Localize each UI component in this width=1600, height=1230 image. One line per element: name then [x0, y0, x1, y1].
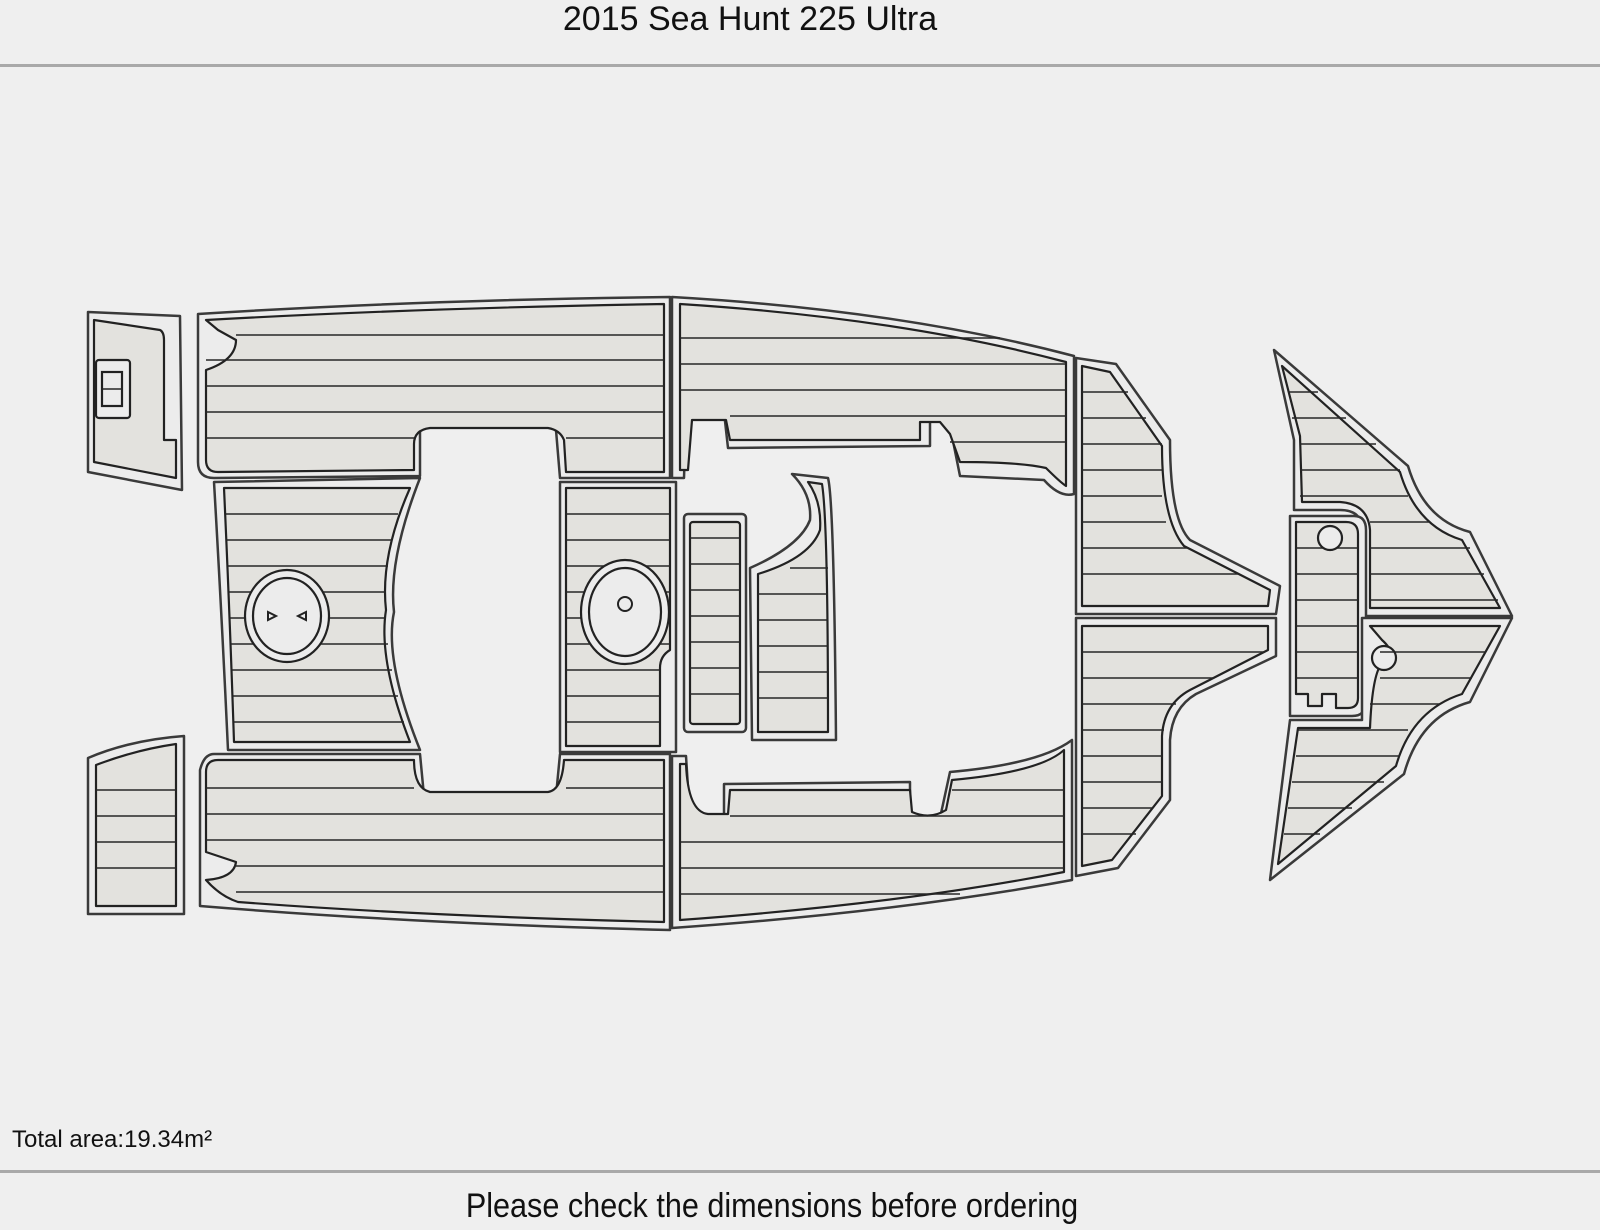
panel-bow-upper	[1272, 348, 1514, 618]
panel-center-strip	[682, 512, 748, 734]
bottom-divider	[0, 1170, 1600, 1173]
total-area-label: Total area:19.34m²	[12, 1126, 213, 1153]
panel-upper-right-gunwale	[670, 295, 1076, 496]
panel-bottom-left	[86, 734, 186, 916]
panel-console-side	[748, 472, 838, 742]
panel-upper-left-gunwale	[196, 295, 672, 480]
panel-left-cockpit	[212, 476, 422, 752]
footer-note: Please check the dimensions before order…	[465, 1187, 1079, 1225]
panel-bow-lower	[1268, 616, 1514, 882]
panel-lower-right-gunwale	[670, 738, 1074, 930]
panel-bow-locker	[1288, 514, 1368, 718]
panel-top-left-corner	[86, 310, 184, 492]
page-title: 2015 Sea Hunt 225 Ultra	[562, 0, 938, 38]
panel-center-cockpit	[558, 480, 678, 754]
panel-forward-upper	[1074, 356, 1282, 616]
top-divider	[0, 64, 1600, 67]
panel-forward-lower	[1074, 616, 1278, 878]
panel-lower-left-gunwale	[198, 752, 672, 932]
